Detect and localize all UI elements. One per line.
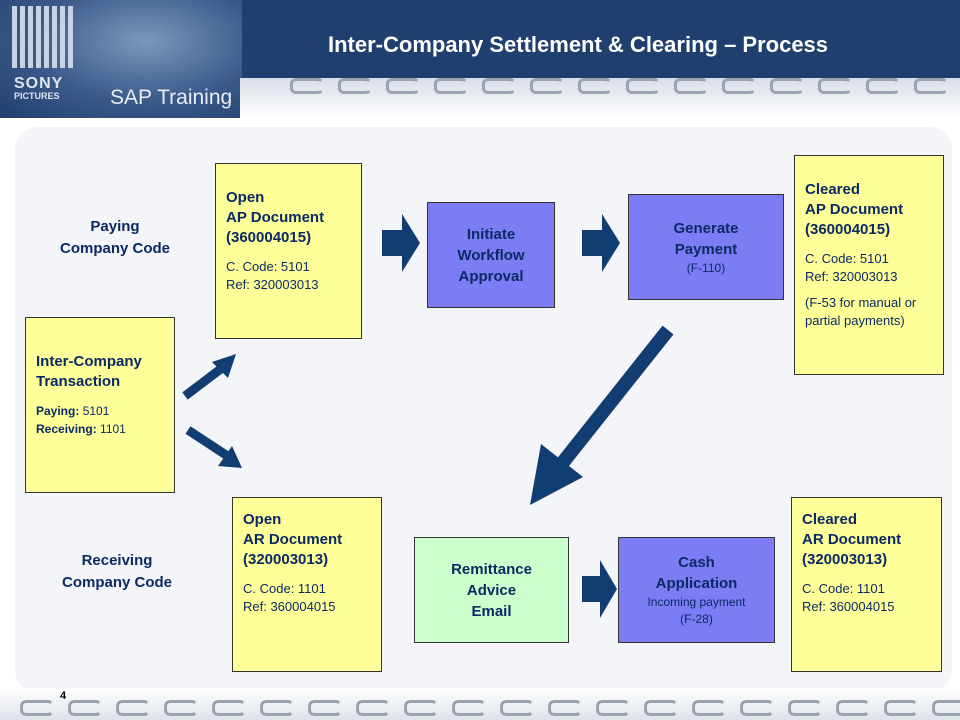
cleared-ap-document-box: Cleared AP Document (360004015) C. Code:… — [794, 155, 944, 375]
page-title: Inter-Company Settlement & Clearing – Pr… — [328, 32, 829, 57]
header-bar: SONY PICTURES SAP Training Inter-Company… — [0, 0, 960, 118]
remittance-advice-box: Remittance Advice Email — [414, 537, 569, 643]
initiate-workflow-box: Initiate Workflow Approval — [427, 202, 555, 308]
footer-chain-decoration — [20, 700, 960, 716]
page-number: 4 — [60, 690, 67, 702]
generate-payment-box: Generate Payment (F-110) — [628, 194, 784, 300]
cleared-ar-document-box: Cleared AR Document (320003013) C. Code:… — [791, 497, 942, 672]
inter-company-transaction-box: Inter-Company Transaction Paying: 5101 R… — [25, 317, 175, 493]
arrow-to-open-ar — [185, 426, 229, 459]
arrow-to-open-ap — [182, 364, 225, 400]
brand-logo: SONY PICTURES — [14, 75, 64, 102]
sap-training-label: SAP Training — [110, 86, 233, 109]
arrow-to-generate — [582, 214, 620, 272]
header-band — [240, 78, 960, 118]
arrow-to-remittance — [554, 325, 674, 471]
open-ap-document-box: Open AP Document (360004015) C. Code: 51… — [215, 163, 362, 339]
chain-decoration — [290, 78, 948, 94]
open-ar-document-box: Open AR Document (320003013) C. Code: 11… — [232, 497, 382, 672]
arrow-to-initiate — [382, 214, 420, 272]
cash-application-box: Cash Application Incoming payment (F-28) — [618, 537, 775, 643]
logo-bars-icon — [12, 6, 84, 68]
logo-panel: SONY PICTURES SAP Training — [0, 0, 242, 118]
arrow-to-cash — [582, 560, 617, 618]
